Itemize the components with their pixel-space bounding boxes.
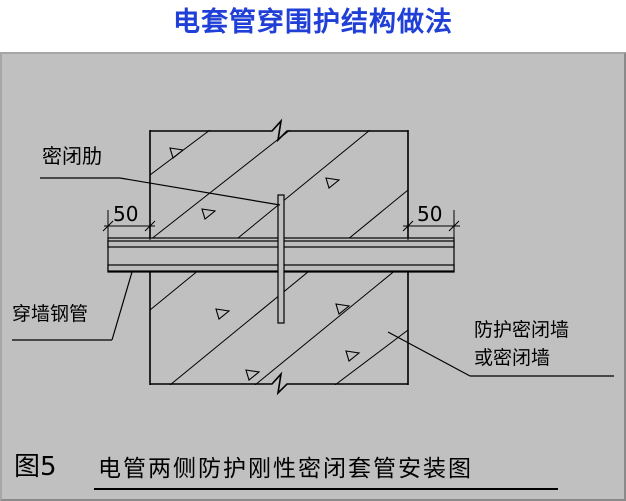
wall-hatching	[150, 130, 408, 385]
dimension-right	[402, 210, 460, 240]
drawing-panel	[0, 52, 626, 501]
dimension-left	[102, 210, 156, 240]
panel-border	[0, 52, 626, 501]
sealing-rib	[277, 194, 285, 324]
wall-label-line1: 防护密闭墙	[474, 319, 569, 341]
figure-number: 图5	[14, 452, 57, 482]
caption-underline	[94, 488, 558, 490]
wall-leader	[387, 331, 614, 377]
figure-caption: 电管两侧防护刚性密闭套管安装图	[98, 456, 473, 482]
dimension-right-label: 50	[417, 202, 442, 226]
wall-label-line2: 或密闭墙	[474, 347, 550, 369]
bottom-break-line	[150, 371, 408, 396]
pipe-leader	[12, 271, 133, 341]
aggregate-symbols	[169, 147, 361, 381]
page-title: 电套管穿围护结构做法	[173, 7, 453, 38]
rib-leader	[40, 177, 281, 206]
rib-label: 密闭肋	[42, 144, 102, 168]
pipe-label: 穿墙钢管	[12, 303, 88, 325]
dimension-left-label: 50	[113, 202, 138, 226]
top-break-line	[150, 118, 408, 143]
